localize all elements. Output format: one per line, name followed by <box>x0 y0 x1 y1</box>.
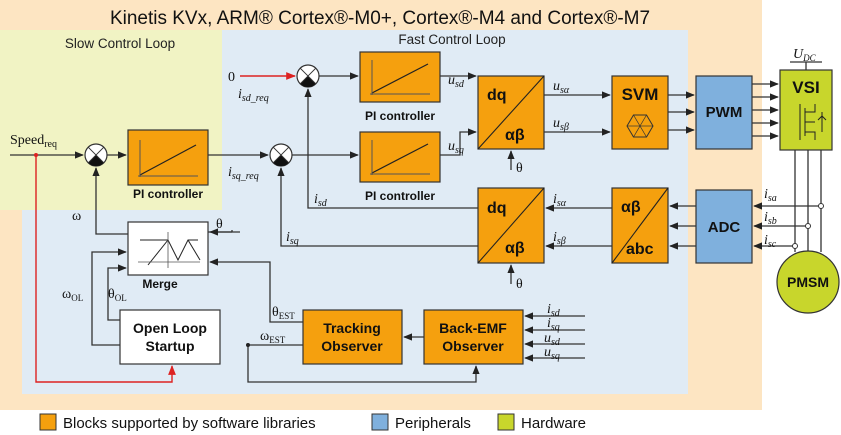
vsi-label: VSI <box>792 78 819 97</box>
legend: Blocks supported by software libraries P… <box>39 413 586 432</box>
usd-label: usd <box>448 73 465 90</box>
svm-block: SVM <box>611 75 669 150</box>
legend-swatch-hardware <box>497 413 515 431</box>
theta-ol-label: θOL <box>108 287 127 303</box>
isc-label: isc <box>764 233 777 250</box>
summing-junction-isq <box>269 143 293 167</box>
us-beta-label: usβ <box>553 116 569 133</box>
bemf-label-2: Observer <box>442 338 504 354</box>
isq-req-label: isq_req <box>228 165 259 182</box>
tracking-label-2: Observer <box>321 338 383 354</box>
tracking-label-1: Tracking <box>323 320 381 336</box>
legend-swatch-software <box>39 413 57 431</box>
omega-ol-label: ωOL <box>62 287 83 303</box>
wire-omega <box>92 167 128 235</box>
vsi-block <box>779 69 833 151</box>
zero-label: 0 <box>228 70 235 85</box>
svg-text:dq: dq <box>487 200 507 217</box>
slow-loop-label: Slow Control Loop <box>65 36 175 51</box>
is-alpha-label: isα <box>553 192 567 209</box>
merge-label: Merge <box>142 277 178 291</box>
isd-label: isd <box>314 192 328 209</box>
adc-label: ADC <box>708 219 741 236</box>
svg-text:SVM: SVM <box>622 85 659 104</box>
back-emf-observer-block <box>423 309 524 365</box>
pwm-block <box>695 75 753 150</box>
isd-req-label: isd_req <box>238 87 269 104</box>
omega-est-label: ωEST <box>260 329 286 345</box>
pwm-label: PWM <box>706 104 743 121</box>
pi-controller-q <box>359 131 441 183</box>
theta-merge-label: θ <box>216 217 223 232</box>
svg-text:abc: abc <box>626 241 654 258</box>
open-loop-label-1: Open Loop <box>133 320 207 336</box>
pi-controller-d-label: PI controller <box>365 109 435 123</box>
fast-loop-label: Fast Control Loop <box>398 32 505 47</box>
wire-isq-feedback <box>277 167 478 247</box>
summing-junction-speed <box>84 143 108 167</box>
wire-omega-est <box>247 344 480 383</box>
speed-req-label: Speedreq <box>10 133 57 150</box>
isa-label: isa <box>764 187 777 204</box>
legend-label-software: Blocks supported by software libraries <box>63 415 316 432</box>
tracking-observer-block <box>302 309 403 365</box>
park-transform: dq αβ <box>477 187 545 264</box>
wire-speed-to-startup <box>35 155 176 383</box>
bemf-isq-label: isq <box>547 316 560 333</box>
udc-label: UDC <box>793 47 817 63</box>
usq-label: usq <box>448 139 464 156</box>
legend-label-peripherals: Peripherals <box>395 415 471 432</box>
theta-label-park: θ <box>516 277 523 292</box>
isq-label: isq <box>286 230 299 247</box>
transistor-icon <box>799 104 827 140</box>
us-alpha-label: usα <box>553 79 570 96</box>
bemf-usd-label: usd <box>544 331 561 348</box>
summing-junction-isd <box>296 64 320 88</box>
open-loop-startup-block <box>119 309 221 365</box>
pi-controller-d <box>359 51 441 103</box>
svg-text:dq: dq <box>487 87 507 104</box>
legend-swatch-peripherals <box>371 413 389 431</box>
theta-label-inv-park: θ <box>516 161 523 176</box>
clarke-transform: αβ abc <box>611 187 669 264</box>
adc-block <box>695 189 753 264</box>
pmsm-label: PMSM <box>787 274 829 290</box>
inverse-park-transform: dq αβ <box>477 75 545 150</box>
wire-theta-est <box>209 258 303 323</box>
svg-text:αβ: αβ <box>621 199 641 216</box>
pi-controller-speed-label: PI controller <box>133 187 203 201</box>
bemf-label-1: Back-EMF <box>439 320 507 336</box>
open-loop-label-2: Startup <box>146 338 195 354</box>
pi-controller-q-label: PI controller <box>365 189 435 203</box>
pi-controller-speed <box>127 129 209 186</box>
legend-label-hardware: Hardware <box>521 415 586 432</box>
isb-label: isb <box>764 210 777 227</box>
diagram-title: Kinetis KVx, ARM® Cortex®-M0+, Cortex®-M… <box>110 8 650 29</box>
bemf-isd-label: isd <box>547 302 561 319</box>
merge-block <box>127 221 209 276</box>
wire-isd-feedback <box>304 88 478 209</box>
is-beta-label: isβ <box>553 230 566 247</box>
svg-text:αβ: αβ <box>505 240 525 257</box>
theta-est-label: θEST <box>272 305 295 321</box>
bemf-usq-label: usq <box>544 345 560 362</box>
omega-label: ω <box>72 209 81 224</box>
svg-text:αβ: αβ <box>505 127 525 144</box>
